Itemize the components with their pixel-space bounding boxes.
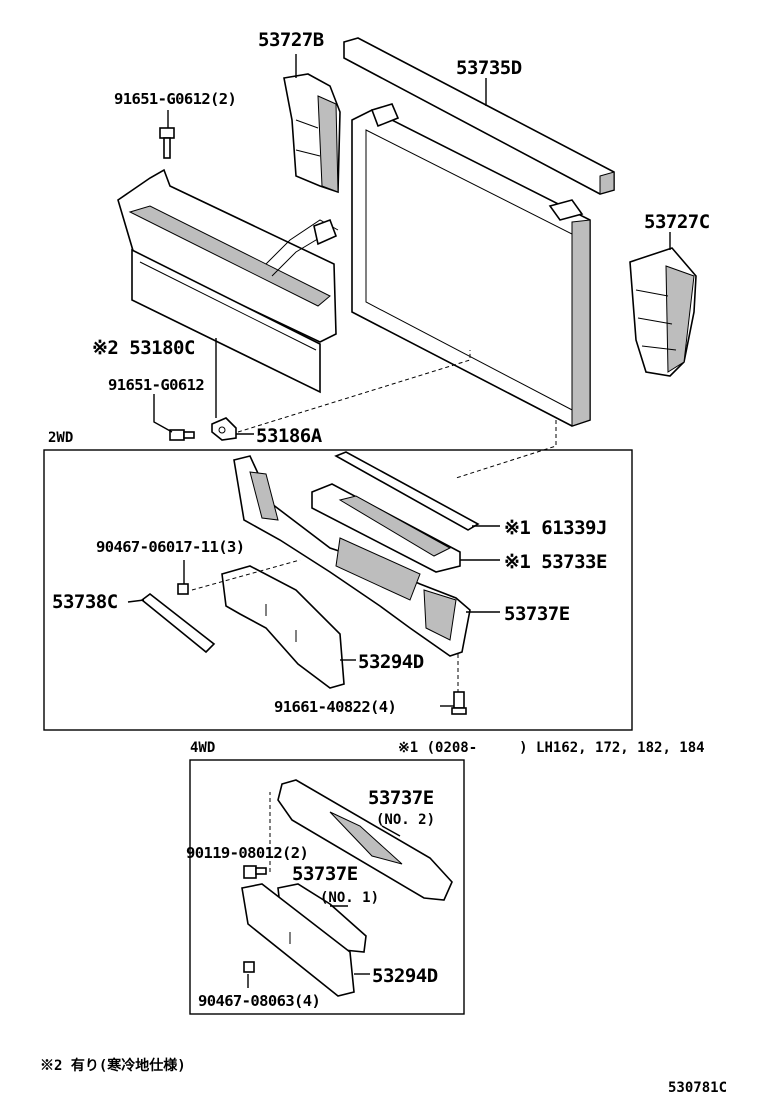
label-no1: (NO. 1) [320, 890, 379, 906]
assembly-line-3 [191, 559, 301, 591]
label-53733e: ※1 53733E [504, 551, 607, 573]
bolt-91661-40822[interactable] [451, 691, 467, 715]
label-53727c: 53727C [644, 211, 710, 233]
bolt-91651-g0612-2[interactable] [159, 127, 175, 159]
leader-53737e-no2 [381, 825, 401, 837]
part-53294d-4wd-plate[interactable] [241, 883, 355, 997]
label-no2: (NO. 2) [376, 812, 435, 828]
diagram-code: 530781C [668, 1080, 727, 1096]
leader-53738c [127, 599, 145, 603]
section-label-2wd: 2WD [48, 430, 73, 446]
label-53738c: 53738C [52, 591, 118, 613]
part-53738c-strip[interactable] [140, 592, 216, 654]
part-53294d-2wd-plate[interactable] [221, 565, 345, 689]
bolt-91651-g0612[interactable] [169, 429, 195, 441]
bolt-90119-08012[interactable] [243, 865, 267, 879]
label-53737e-no1: 53737E [292, 863, 358, 885]
note-1: ※1 (0208- ) LH162, 172, 182, 184 [398, 740, 705, 756]
part-53727c-seal[interactable] [629, 247, 697, 377]
label-91661-40822: 91661-40822(4) [274, 698, 396, 716]
label-53294d-4wd: 53294D [372, 965, 438, 987]
section-box-2wd [43, 449, 633, 731]
part-61339j-strip[interactable] [334, 451, 480, 531]
label-53727b: 53727B [258, 29, 324, 51]
label-61339j: ※1 61339J [504, 517, 607, 539]
label-53737e-2wd: 53737E [504, 603, 570, 625]
part-53186a-bracket[interactable] [211, 417, 237, 441]
part-53737e-no2-panel[interactable] [277, 779, 453, 901]
assembly-line-2 [455, 420, 557, 479]
label-90119-08012: 90119-08012(2) [186, 844, 308, 862]
label-53737e-no2: 53737E [368, 787, 434, 809]
note-2: ※2 有り(寒冷地仕様) [40, 1057, 186, 1074]
label-91651-g0612: 91651-G0612 [108, 376, 204, 394]
part-53727b-seal[interactable] [283, 73, 341, 194]
label-53180c: ※2 53180C [92, 337, 195, 359]
part-53733e-cover[interactable] [311, 483, 461, 573]
label-90467-06017: 90467-06017-11(3) [96, 538, 244, 556]
label-90467-08063: 90467-08063(4) [198, 992, 320, 1010]
part-radiator[interactable] [351, 103, 591, 427]
leader-91651-g0612 [153, 394, 173, 433]
clip-90467-06017-11[interactable] [177, 583, 189, 595]
label-53735d: 53735D [456, 57, 522, 79]
part-53735d-bar[interactable] [343, 37, 615, 195]
part-53737e-2wd-panel[interactable] [233, 455, 471, 657]
part-53180c-shroud[interactable] [117, 168, 339, 394]
clip-90467-08063[interactable] [243, 961, 255, 973]
section-label-4wd: 4WD [190, 740, 215, 756]
label-53186a: 53186A [256, 425, 323, 447]
label-53294d-2wd: 53294D [358, 651, 424, 673]
label-91651-g0612-2: 91651-G0612(2) [114, 90, 236, 108]
section-box-4wd [189, 759, 465, 1015]
assembly-line-1 [237, 350, 471, 433]
